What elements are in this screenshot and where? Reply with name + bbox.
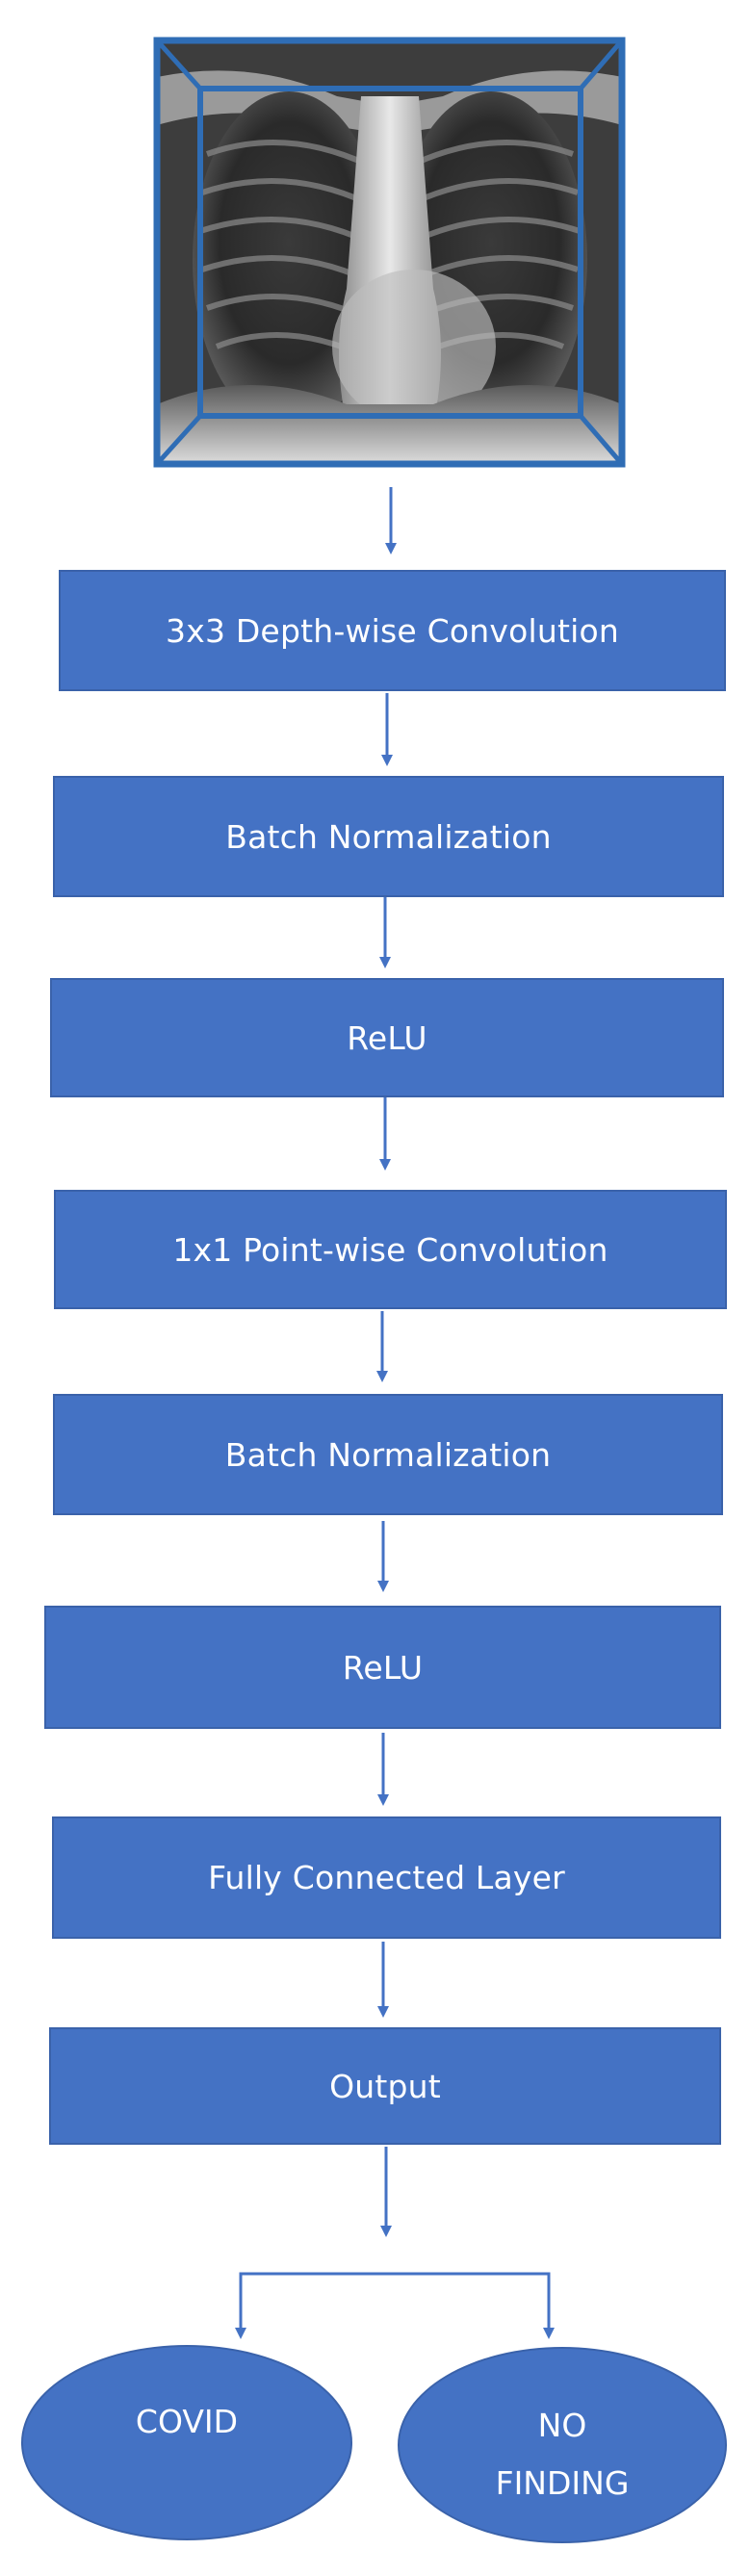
output-covid: COVID — [21, 2345, 352, 2540]
layer-label: Batch Normalization — [224, 1435, 552, 1474]
chest-xray-icon — [153, 37, 626, 468]
output-no-finding: NO FINDING — [398, 2347, 727, 2543]
layer-label: Output — [329, 2067, 441, 2105]
layer-box: Output — [49, 2027, 721, 2145]
output-label-line1: NO — [537, 2407, 587, 2444]
layer-box: Batch Normalization — [53, 1394, 723, 1515]
layer-label: Batch Normalization — [225, 817, 552, 856]
layer-box: Batch Normalization — [53, 776, 724, 897]
layer-box: 3x3 Depth-wise Convolution — [59, 570, 726, 691]
branch-connector — [239, 2272, 551, 2331]
layer-label: ReLU — [347, 1018, 427, 1057]
layer-box: Fully Connected Layer — [52, 1816, 721, 1939]
layer-box: ReLU — [50, 978, 724, 1097]
layer-label: 3x3 Depth-wise Convolution — [166, 611, 619, 650]
layer-box: ReLU — [44, 1606, 721, 1729]
layer-label: 1x1 Point-wise Convolution — [172, 1230, 608, 1269]
output-label: COVID — [135, 2403, 239, 2440]
layer-label: Fully Connected Layer — [208, 1859, 565, 1896]
output-label-line2: FINDING — [495, 2464, 630, 2502]
layer-box: 1x1 Point-wise Convolution — [54, 1190, 727, 1309]
layer-label: ReLU — [342, 1648, 424, 1687]
